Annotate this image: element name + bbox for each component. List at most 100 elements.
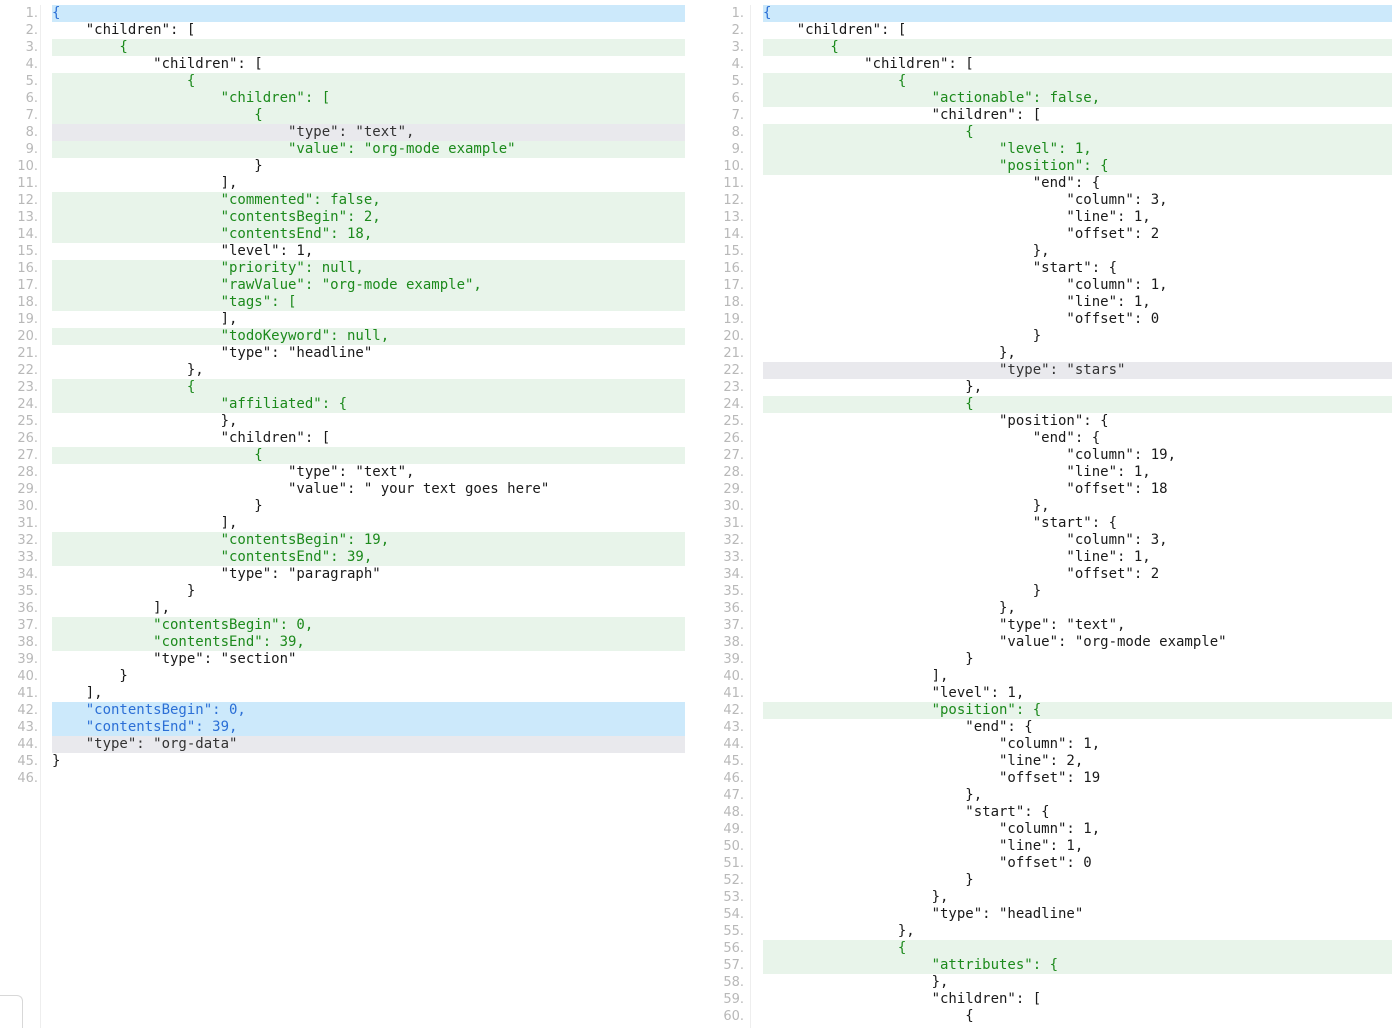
code-line[interactable]: 28. "line": 1,: [712, 464, 1400, 481]
code-line[interactable]: 48. "start": {: [712, 804, 1400, 821]
code-line[interactable]: 24. {: [712, 396, 1400, 413]
code-line[interactable]: 6. "actionable": false,: [712, 90, 1400, 107]
code-line[interactable]: 5. {: [712, 73, 1400, 90]
code-line[interactable]: 34. "offset": 2: [712, 566, 1400, 583]
code-line[interactable]: 16. "start": {: [712, 260, 1400, 277]
code-line[interactable]: 30. },: [712, 498, 1400, 515]
code-line[interactable]: 57. "attributes": {: [712, 957, 1400, 974]
code-line[interactable]: 22. "type": "stars": [712, 362, 1400, 379]
code-line[interactable]: 43. "contentsEnd": 39,: [0, 719, 690, 736]
code-line[interactable]: 26. "children": [: [0, 430, 690, 447]
code-line[interactable]: 25. "position": {: [712, 413, 1400, 430]
code-line[interactable]: 28. "type": "text",: [0, 464, 690, 481]
code-line[interactable]: 35. }: [712, 583, 1400, 600]
code-line[interactable]: 18. "tags": [: [0, 294, 690, 311]
code-line[interactable]: 21. },: [712, 345, 1400, 362]
code-line[interactable]: 37. "type": "text",: [712, 617, 1400, 634]
code-line[interactable]: 53. },: [712, 889, 1400, 906]
code-line[interactable]: 15. "level": 1,: [0, 243, 690, 260]
code-line[interactable]: 9. "level": 1,: [712, 141, 1400, 158]
code-line[interactable]: 17. "column": 1,: [712, 277, 1400, 294]
code-line[interactable]: 47. },: [712, 787, 1400, 804]
code-line[interactable]: 11. "end": {: [712, 175, 1400, 192]
code-line[interactable]: 55. },: [712, 923, 1400, 940]
code-line[interactable]: 14. "offset": 2: [712, 226, 1400, 243]
code-line[interactable]: 20. "todoKeyword": null,: [0, 328, 690, 345]
code-line[interactable]: 13. "line": 1,: [712, 209, 1400, 226]
left-diff-pane[interactable]: 1.{2. "children": [3. {4. "children": [5…: [0, 5, 690, 1028]
code-line[interactable]: 38. "contentsEnd": 39,: [0, 634, 690, 651]
code-line[interactable]: 3. {: [712, 39, 1400, 56]
code-line[interactable]: 12. "column": 3,: [712, 192, 1400, 209]
code-line[interactable]: 2. "children": [: [0, 22, 690, 39]
code-line[interactable]: 45. "line": 2,: [712, 753, 1400, 770]
code-line[interactable]: 50. "line": 1,: [712, 838, 1400, 855]
code-line[interactable]: 3. {: [0, 39, 690, 56]
code-line[interactable]: 15. },: [712, 243, 1400, 260]
code-line[interactable]: 19. "offset": 0: [712, 311, 1400, 328]
code-line[interactable]: 14. "contentsEnd": 18,: [0, 226, 690, 243]
code-line[interactable]: 20. }: [712, 328, 1400, 345]
code-line[interactable]: 29. "value": " your text goes here": [0, 481, 690, 498]
code-line[interactable]: 35. }: [0, 583, 690, 600]
code-line[interactable]: 54. "type": "headline": [712, 906, 1400, 923]
code-line[interactable]: 17. "rawValue": "org-mode example",: [0, 277, 690, 294]
code-line[interactable]: 10. }: [0, 158, 690, 175]
code-line[interactable]: 36. },: [712, 600, 1400, 617]
code-line[interactable]: 36. ],: [0, 600, 690, 617]
code-line[interactable]: 43. "end": {: [712, 719, 1400, 736]
code-line[interactable]: 39. "type": "section": [0, 651, 690, 668]
code-line[interactable]: 5. {: [0, 73, 690, 90]
code-line[interactable]: 22. },: [0, 362, 690, 379]
code-line[interactable]: 44. "column": 1,: [712, 736, 1400, 753]
code-line[interactable]: 4. "children": [: [0, 56, 690, 73]
code-line[interactable]: 41. ],: [0, 685, 690, 702]
code-line[interactable]: 59. "children": [: [712, 991, 1400, 1008]
code-line[interactable]: 9. "value": "org-mode example": [0, 141, 690, 158]
code-line[interactable]: 32. "contentsBegin": 19,: [0, 532, 690, 549]
code-line[interactable]: 42. "contentsBegin": 0,: [0, 702, 690, 719]
code-line[interactable]: 30. }: [0, 498, 690, 515]
code-line[interactable]: 7. "children": [: [712, 107, 1400, 124]
code-line[interactable]: 21. "type": "headline": [0, 345, 690, 362]
code-line[interactable]: 31. ],: [0, 515, 690, 532]
code-line[interactable]: 1.{: [0, 5, 690, 22]
code-line[interactable]: 32. "column": 3,: [712, 532, 1400, 549]
code-line[interactable]: 8. {: [712, 124, 1400, 141]
code-line[interactable]: 27. {: [0, 447, 690, 464]
code-line[interactable]: 23. {: [0, 379, 690, 396]
code-line[interactable]: 42. "position": {: [712, 702, 1400, 719]
scroll-corner-tab[interactable]: [0, 995, 23, 1028]
code-line[interactable]: 18. "line": 1,: [712, 294, 1400, 311]
code-line[interactable]: 58. },: [712, 974, 1400, 991]
code-line[interactable]: 8. "type": "text",: [0, 124, 690, 141]
code-line[interactable]: 33. "contentsEnd": 39,: [0, 549, 690, 566]
code-line[interactable]: 46.: [0, 770, 690, 787]
code-line[interactable]: 25. },: [0, 413, 690, 430]
code-line[interactable]: 12. "commented": false,: [0, 192, 690, 209]
code-line[interactable]: 11. ],: [0, 175, 690, 192]
code-line[interactable]: 45.}: [0, 753, 690, 770]
code-line[interactable]: 24. "affiliated": {: [0, 396, 690, 413]
code-line[interactable]: 29. "offset": 18: [712, 481, 1400, 498]
code-line[interactable]: 2. "children": [: [712, 22, 1400, 39]
code-line[interactable]: 46. "offset": 19: [712, 770, 1400, 787]
code-line[interactable]: 39. }: [712, 651, 1400, 668]
code-line[interactable]: 51. "offset": 0: [712, 855, 1400, 872]
code-line[interactable]: 10. "position": {: [712, 158, 1400, 175]
code-line[interactable]: 4. "children": [: [712, 56, 1400, 73]
code-line[interactable]: 19. ],: [0, 311, 690, 328]
code-line[interactable]: 23. },: [712, 379, 1400, 396]
code-line[interactable]: 44. "type": "org-data": [0, 736, 690, 753]
code-line[interactable]: 6. "children": [: [0, 90, 690, 107]
right-diff-pane[interactable]: 1.{2. "children": [3. {4. "children": [5…: [712, 5, 1400, 1028]
code-line[interactable]: 37. "contentsBegin": 0,: [0, 617, 690, 634]
code-line[interactable]: 60. {: [712, 1008, 1400, 1025]
code-line[interactable]: 56. {: [712, 940, 1400, 957]
code-line[interactable]: 34. "type": "paragraph": [0, 566, 690, 583]
code-line[interactable]: 40. ],: [712, 668, 1400, 685]
code-line[interactable]: 31. "start": {: [712, 515, 1400, 532]
code-line[interactable]: 41. "level": 1,: [712, 685, 1400, 702]
code-line[interactable]: 7. {: [0, 107, 690, 124]
code-line[interactable]: 38. "value": "org-mode example": [712, 634, 1400, 651]
